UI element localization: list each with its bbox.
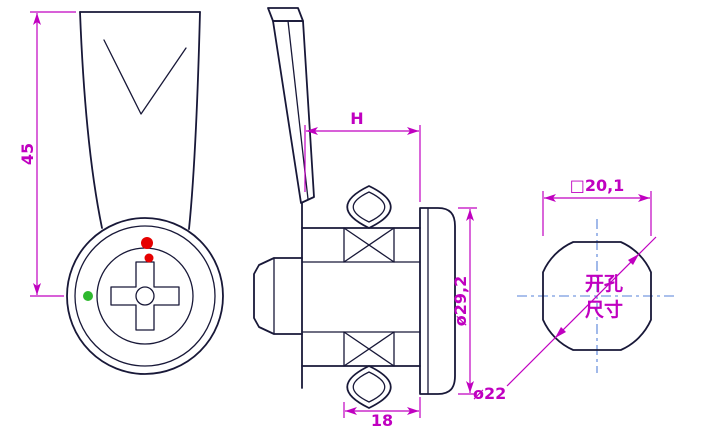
dim-hole-arrow-lower bbox=[555, 327, 566, 338]
dim-square-label: □20,1 bbox=[570, 176, 625, 195]
dim-h-label: H bbox=[350, 109, 363, 128]
dim-18-label: 18 bbox=[371, 411, 393, 428]
key-center-hole bbox=[135, 286, 155, 306]
wing-bottom-inner bbox=[352, 371, 386, 403]
wing-top-inner bbox=[352, 191, 386, 223]
dim-45: 45 bbox=[18, 11, 76, 297]
lever-arm bbox=[272, 20, 315, 204]
dim-45-label: 45 bbox=[18, 143, 37, 165]
face-outer-circle bbox=[66, 217, 224, 375]
handle-crease-lines bbox=[103, 39, 187, 115]
handle-right-edge bbox=[188, 11, 201, 230]
dim-square-cutout: □20,1 bbox=[542, 176, 652, 236]
dim-hole-label: ø22 bbox=[473, 384, 506, 403]
red-indicator-dot-lower bbox=[144, 253, 154, 263]
front-view bbox=[66, 11, 224, 375]
shaft-step-lines bbox=[301, 261, 421, 333]
cutout-note-line2: 尺寸 bbox=[585, 298, 623, 321]
wing-nut-cross-top bbox=[343, 227, 395, 263]
dim-h: H bbox=[304, 109, 421, 202]
key-slot-cross bbox=[110, 261, 180, 331]
rear-cap bbox=[253, 257, 303, 335]
dim-45-extension-lines bbox=[30, 11, 76, 297]
face-bezel-circle bbox=[74, 225, 216, 367]
cutout-outline bbox=[542, 241, 652, 351]
panel-cutout-view: 开孔 尺寸 bbox=[517, 219, 678, 373]
dim-square-extension-lines bbox=[542, 191, 652, 236]
dim-body-18: 18 bbox=[343, 397, 421, 428]
dim-flange-diameter: ø29,2 bbox=[451, 207, 477, 395]
green-indicator-dot bbox=[83, 291, 93, 301]
wing-top-outer bbox=[346, 185, 392, 229]
wing-nut-hub-edges bbox=[343, 227, 395, 367]
handle-left-edge bbox=[79, 11, 103, 229]
red-indicator-dot-upper bbox=[141, 237, 153, 249]
dim-hole-arrow-upper bbox=[628, 254, 639, 265]
dim-18-extension-lines bbox=[343, 397, 421, 418]
side-view bbox=[253, 7, 456, 409]
dim-flange-extension-lines bbox=[458, 207, 477, 395]
dim-hole-diameter: ø22 bbox=[473, 236, 657, 403]
dim-flange-label: ø29,2 bbox=[451, 276, 470, 326]
lever-tip bbox=[267, 7, 304, 22]
wing-nut-cross-bottom bbox=[343, 331, 395, 367]
cutout-note-line1: 开孔 bbox=[585, 273, 623, 295]
dim-h-extension-lines bbox=[304, 125, 421, 202]
flange-outline bbox=[419, 207, 456, 395]
